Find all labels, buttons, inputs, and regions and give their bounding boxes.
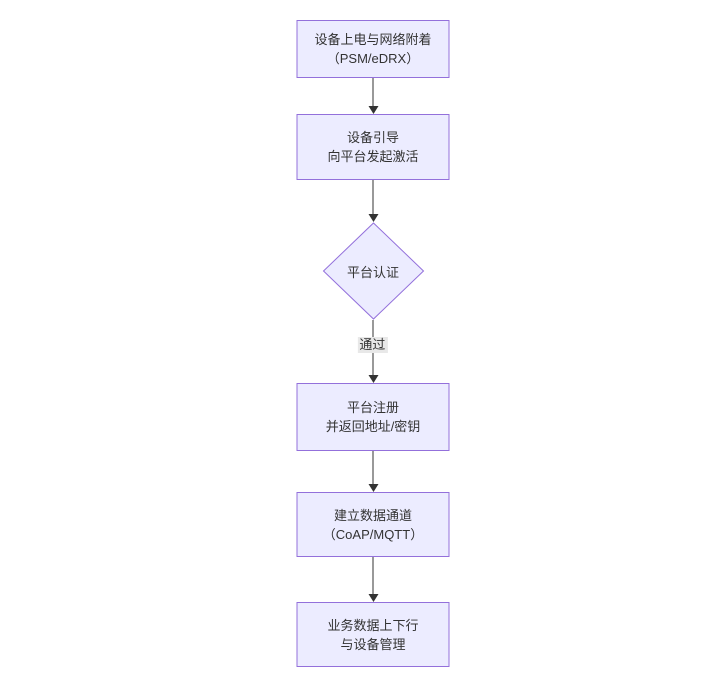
arrow-head-icon [368,594,378,602]
node-label-line: 与设备管理 [340,636,406,652]
node-label-line: 业务数据上下行 [327,617,419,633]
node-device-bootstrap: 设备引导 向平台发起激活 [296,114,450,180]
node-data-channel: 建立数据通道 （CoAP/MQTT） [296,492,450,557]
node-label-line: （CoAP/MQTT） [322,526,424,542]
flow-arrow [368,78,378,114]
arrow-head-icon [368,214,378,222]
flow-arrow [368,180,378,222]
arrow-line [372,557,374,594]
node-platform-register: 平台注册 并返回地址/密钥 [296,383,450,451]
node-label-line: 并返回地址/密钥 [325,419,421,434]
flow-arrow [368,451,378,492]
diamond-shape [322,222,424,320]
node-label-line: 建立数据通道 [333,507,412,523]
node-label-line: 平台认证 [346,264,399,280]
edge-label-pass: 通过 [357,337,388,353]
node-label-line: 设备上电与网络附着 [314,32,432,47]
flow-arrow: 通过 [357,320,388,383]
node-business-data-device-mgmt: 业务数据上下行 与设备管理 [296,602,450,667]
node-label-line: 平台注册 [346,400,399,415]
node-label-line: （PSM/eDRX） [326,51,420,66]
flow-arrow [368,557,378,602]
decision-node-platform-auth: 平台认证 [322,222,424,320]
arrow-head-icon [368,484,378,492]
arrow-head-icon [368,375,378,383]
node-label-line: 向平台发起激活 [327,149,419,164]
arrow-line [372,78,374,106]
arrow-head-icon [368,106,378,114]
arrow-line [372,451,374,484]
node-label-line: 设备引导 [346,130,399,145]
node-power-on-network-attach: 设备上电与网络附着 （PSM/eDRX） [296,20,450,78]
flowchart: 设备上电与网络附着 （PSM/eDRX） 设备引导 向平台发起激活 平台认证 [296,20,450,667]
arrow-line [372,180,374,214]
